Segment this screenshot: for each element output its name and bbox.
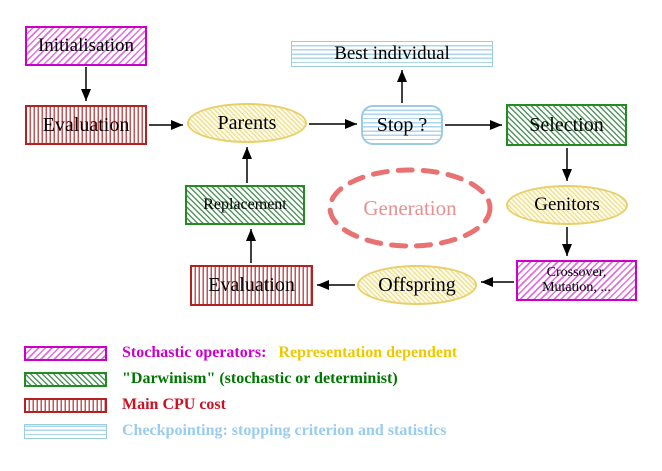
node-evaluation-top: Evaluation (25, 105, 147, 145)
legend-label-stochastic: Stochastic operators: (122, 344, 267, 361)
legend-label-cpu-cost: Main CPU cost (122, 396, 226, 413)
node-initialisation: Initialisation (25, 26, 147, 66)
node-evaluation-bottom-label: Evaluation (208, 274, 295, 296)
legend-row-checkpointing: Checkpointing: stopping criterion and st… (24, 422, 446, 440)
node-parents-label: Parents (217, 111, 277, 134)
node-offspring: Offspring (357, 265, 477, 305)
node-parents: Parents (187, 103, 307, 143)
node-best-individual-label: Best individual (334, 43, 450, 65)
node-replacement-label: Replacement (203, 195, 287, 213)
node-crossover-line2: Mutation, ... (542, 279, 611, 295)
legend-swatch-cyan-stripes (24, 423, 107, 439)
legend-label-darwinism: "Darwinism" (stochastic or determinist) (122, 370, 398, 387)
node-offspring-label: Offspring (378, 273, 456, 296)
legend-label-checkpointing: Checkpointing: stopping criterion and st… (122, 422, 447, 439)
node-initialisation-label: Initialisation (37, 35, 135, 57)
node-selection-label: Selection (529, 113, 604, 136)
node-replacement: Replacement (185, 185, 305, 225)
node-genitors: Genitors (506, 185, 628, 225)
legend-row-darwinism: "Darwinism" (stochastic or determinist) (24, 370, 398, 388)
legend-swatch-magenta-hatch (24, 345, 107, 361)
legend-swatch-red-stripes (24, 397, 107, 413)
node-stop-label: Stop ? (376, 113, 428, 136)
node-selection: Selection (506, 104, 627, 146)
node-stop: Stop ? (361, 105, 443, 145)
legend-swatch-green-hatch (24, 371, 107, 387)
node-genitors-label: Genitors (534, 194, 600, 216)
node-generation-label: Generation (363, 195, 457, 220)
node-crossover-mutation: Crossover, Mutation, ... (516, 260, 637, 301)
node-generation: Generation (327, 168, 493, 248)
node-crossover-line1: Crossover, (546, 264, 607, 280)
legend-row-stochastic: Stochastic operators: Representation dep… (24, 344, 457, 362)
node-best-individual: Best individual (291, 41, 493, 67)
node-evaluation-top-label: Evaluation (42, 113, 130, 136)
node-evaluation-bottom: Evaluation (190, 265, 313, 306)
legend-label-representation: Representation dependent (278, 344, 458, 361)
legend-row-cpu-cost: Main CPU cost (24, 396, 226, 414)
